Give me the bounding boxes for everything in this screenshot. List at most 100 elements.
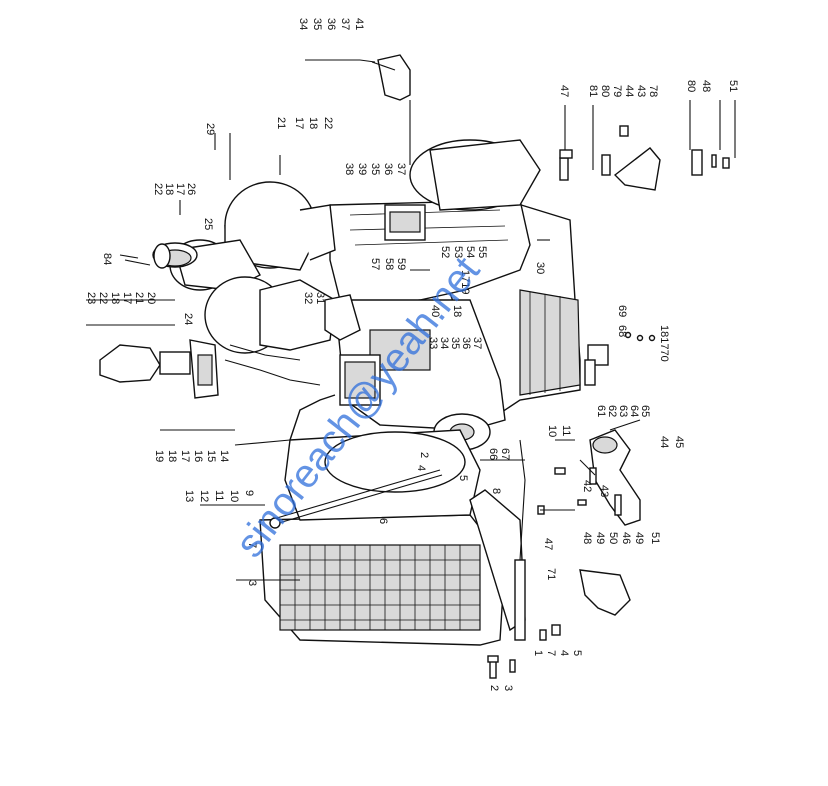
label-bottom-stack-3: 46 <box>620 532 632 544</box>
label-filter-stack-1: 39 <box>356 163 368 175</box>
label-2: 2 <box>418 452 430 458</box>
label-left-stack-4: 21 <box>133 292 145 304</box>
label-31: 31 <box>314 292 326 304</box>
label-top-right-4: 41 <box>353 18 365 30</box>
label-44: 44 <box>658 436 670 448</box>
label-far-right-top-4: 44 <box>623 85 635 97</box>
label-right-stack-0: 61 <box>595 405 607 417</box>
leader-lines <box>86 59 736 581</box>
label-air-filter-right-0: 21 <box>275 117 287 129</box>
label-top-right-1: 35 <box>311 18 323 30</box>
label-top-right-2: 36 <box>325 18 337 30</box>
engine-mount <box>589 429 641 526</box>
label-6: 6 <box>377 518 389 524</box>
label-84: 84 <box>101 253 113 265</box>
label-mid-group3-2: 35 <box>449 337 461 349</box>
label-47-bottom: 47 <box>542 538 554 550</box>
label-71: 71 <box>545 568 557 580</box>
foot-bracket <box>579 569 631 616</box>
label-68: 68 <box>616 325 628 337</box>
label-69: 69 <box>616 305 628 317</box>
air-filter-upper <box>169 181 336 291</box>
label-right-stack-3: 64 <box>628 405 640 417</box>
label-4: 4 <box>415 465 427 471</box>
label-bottom-stack-1: 49 <box>594 532 606 544</box>
label-far-right-top-6: 78 <box>647 85 659 97</box>
label-bottom-stack-2: 50 <box>607 532 619 544</box>
label-lower-left-4: 15 <box>205 450 217 462</box>
label-8: 8 <box>490 488 502 494</box>
label-mid-group3-3: 36 <box>460 337 472 349</box>
label-frame-3: 10 <box>228 490 240 502</box>
label-left-stack-0: 23 <box>85 292 97 304</box>
label-1719: 1719 <box>459 270 471 294</box>
label-right-stack-4: 65 <box>639 405 651 417</box>
label-hose-0: 22 <box>152 183 164 195</box>
label-24: 24 <box>182 313 194 325</box>
fan-shroud <box>284 429 481 521</box>
label-left-stack-2: 18 <box>109 292 121 304</box>
radiator-core-grid <box>279 544 481 631</box>
label-left-stack-5: 20 <box>145 292 157 304</box>
label-hose-3: 26 <box>185 183 197 195</box>
label-far-right-1: 48 <box>700 80 712 92</box>
label-left-stack-1: 22 <box>97 292 109 304</box>
label-mid-group3-4: 37 <box>471 337 483 349</box>
label-181770: 181770 <box>658 325 670 362</box>
stay-rod <box>269 469 441 521</box>
label-43: 43 <box>598 485 610 497</box>
label-bolt-3: 3 <box>502 685 514 691</box>
label-frame-4: 9 <box>243 490 255 496</box>
label-3: 3 <box>246 580 258 586</box>
air-filter-lower <box>204 276 336 354</box>
label-mid-group2-1: 53 <box>452 246 464 258</box>
label-far-right-top-0: 47 <box>558 85 570 97</box>
label-32: 32 <box>302 292 314 304</box>
callout-labels: 34 35 36 37 41 29 21 17 18 22 38 39 35 3… <box>85 18 739 691</box>
label-mid-group3-0: 33 <box>427 337 439 349</box>
label-bottom-stack-4: 49 <box>633 532 645 544</box>
label-lower-left-2: 17 <box>179 450 191 462</box>
label-top-right-0: 34 <box>297 18 309 30</box>
label-lower-left-1: 18 <box>166 450 178 462</box>
label-bottom-left-1: 7 <box>545 650 557 656</box>
oil-bath-cap <box>152 242 198 269</box>
label-mid-group3-1: 34 <box>438 337 450 349</box>
label-mid-group-2: 59 <box>395 258 407 270</box>
label-bolt-2: 2 <box>488 685 500 691</box>
label-far-right-top-3: 79 <box>611 85 623 97</box>
label-filter-stack-2: 35 <box>369 163 381 175</box>
top-bracket <box>377 54 411 101</box>
label-25: 25 <box>202 218 214 230</box>
label-top-right-3: 37 <box>339 18 351 30</box>
label-18: 18 <box>451 305 463 317</box>
label-far-right-top-1: 81 <box>587 85 599 97</box>
label-bottom-stack-5: 51 <box>649 532 661 544</box>
label-hose-2: 17 <box>174 183 186 195</box>
label-lower-left-3: 16 <box>192 450 204 462</box>
label-bottom-left-0: 1 <box>532 650 544 656</box>
label-67: 67 <box>499 448 511 460</box>
label-40: 40 <box>429 305 441 317</box>
label-filter-stack-4: 37 <box>395 163 407 175</box>
label-mid-group-1: 58 <box>383 258 395 270</box>
label-filter-stack-3: 36 <box>382 163 394 175</box>
label-bottom-left-2: 4 <box>558 650 570 656</box>
label-far-right-top-5: 43 <box>635 85 647 97</box>
radiator <box>259 514 506 646</box>
label-frame-2: 11 <box>213 490 225 501</box>
label-left-stack-3: 17 <box>121 292 133 304</box>
label-11: 11 <box>560 425 572 436</box>
label-45: 45 <box>673 436 685 448</box>
label-air-filter-right-2: 18 <box>307 117 319 129</box>
label-mid-group2-0: 52 <box>439 246 451 258</box>
label-bottom-left-3: 5 <box>571 650 583 656</box>
label-mid-group2-3: 55 <box>476 246 488 258</box>
label-mid-group2-2: 54 <box>464 246 476 258</box>
label-5: 5 <box>457 475 469 481</box>
label-right-stack-1: 62 <box>606 405 618 417</box>
label-frame-0: 13 <box>183 490 195 502</box>
label-30: 30 <box>534 262 546 274</box>
label-far-right-2: 51 <box>727 80 739 92</box>
